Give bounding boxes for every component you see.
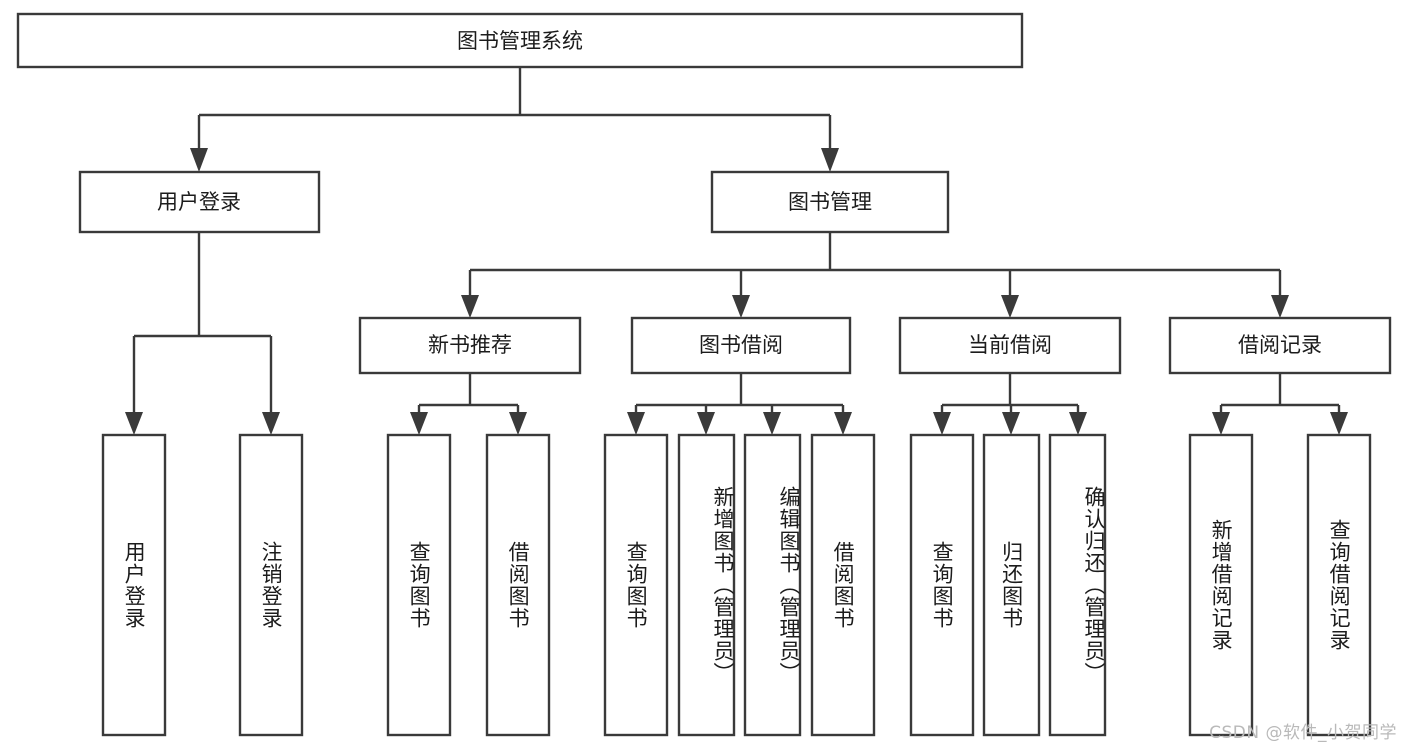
node-book-manage[interactable]: 图书管理 <box>710 170 950 234</box>
arrow-head-leaf-borrow-book-2 <box>834 412 852 435</box>
arrow-head-leaf-user-login <box>125 412 143 435</box>
arrow-head-leaf-add-record <box>1212 412 1230 435</box>
arrow-head-borrow-record <box>1271 295 1289 318</box>
leaf-confirm-return-box[interactable] <box>1048 433 1107 737</box>
node-current-borrow-box[interactable] <box>898 316 1122 375</box>
arrow-head-leaf-return-book <box>1002 412 1020 435</box>
node-root-label: 图书管理系统 <box>457 29 583 53</box>
arrow-head-leaf-query-record <box>1330 412 1348 435</box>
leaf-query-book-1-box[interactable] <box>386 433 452 737</box>
leaf-borrow-book-2-box[interactable] <box>810 433 876 737</box>
connectors-group <box>125 67 1348 435</box>
node-book-manage-label: 图书管理 <box>788 190 872 214</box>
leaf-boxes-group <box>101 433 1372 737</box>
node-book-manage-box[interactable] <box>710 170 950 234</box>
arrow-head-user-login <box>190 148 208 172</box>
node-user-login-box[interactable] <box>78 170 321 234</box>
leaf-user-login-box[interactable] <box>101 433 167 737</box>
arrow-head-leaf-borrow-book-1 <box>509 412 527 435</box>
leaf-edit-book-box[interactable] <box>743 433 802 737</box>
arrow-head-leaf-edit-book <box>763 412 781 435</box>
arrow-head-book-manage <box>821 148 839 172</box>
arrow-head-leaf-confirm-return <box>1069 412 1087 435</box>
arrow-head-leaf-query-book-3 <box>933 412 951 435</box>
node-current-borrow[interactable]: 当前借阅 <box>898 316 1122 375</box>
node-user-login-label: 用户登录 <box>157 190 241 214</box>
node-current-borrow-label: 当前借阅 <box>968 333 1052 357</box>
leaf-borrow-book-1-box[interactable] <box>485 433 551 737</box>
leaf-add-book-box[interactable] <box>677 433 736 737</box>
leaf-query-record-box[interactable] <box>1306 433 1372 737</box>
leaf-return-book-box[interactable] <box>982 433 1041 737</box>
csdn-watermark: CSDN @软件_小贺同学 <box>1209 723 1397 743</box>
leaf-add-record-box[interactable] <box>1188 433 1254 737</box>
node-borrow-record-label: 借阅记录 <box>1238 333 1322 357</box>
node-borrow-record[interactable]: 借阅记录 <box>1168 316 1392 375</box>
arrow-head-leaf-user-logout <box>262 412 280 435</box>
node-book-borrow[interactable]: 图书借阅 <box>630 316 852 375</box>
leaf-user-logout-box[interactable] <box>238 433 304 737</box>
node-book-borrow-label: 图书借阅 <box>699 333 783 357</box>
arrow-head-leaf-query-book-1 <box>410 412 428 435</box>
node-new-book-recommend-label: 新书推荐 <box>428 333 512 357</box>
node-root[interactable]: 图书管理系统 <box>16 12 1024 69</box>
arrow-head-leaf-query-book-2 <box>627 412 645 435</box>
arrow-head-current-borrow <box>1001 295 1019 318</box>
node-borrow-record-box[interactable] <box>1168 316 1392 375</box>
node-book-borrow-box[interactable] <box>630 316 852 375</box>
node-new-book-recommend[interactable]: 新书推荐 <box>358 316 582 375</box>
node-root-box[interactable] <box>16 12 1024 69</box>
arrow-head-new-book-recommend <box>461 295 479 318</box>
leaf-query-book-2-box[interactable] <box>603 433 669 737</box>
node-new-book-recommend-box[interactable] <box>358 316 582 375</box>
leaf-query-book-3-box[interactable] <box>909 433 975 737</box>
node-user-login[interactable]: 用户登录 <box>78 170 321 234</box>
arrow-head-book-borrow <box>732 295 750 318</box>
arrow-head-leaf-add-book <box>697 412 715 435</box>
